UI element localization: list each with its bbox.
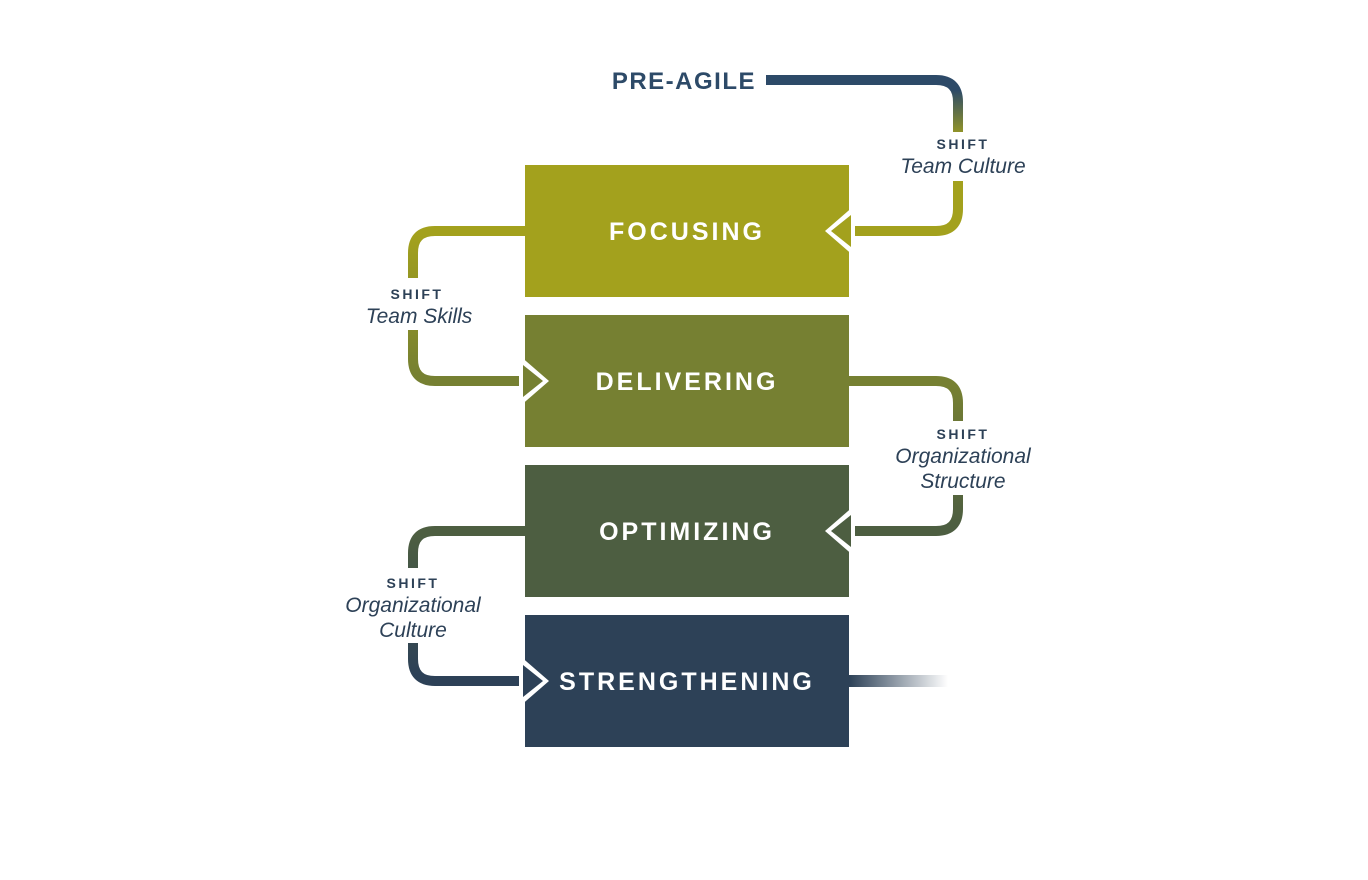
connector-preagile-to-focusing-upper	[766, 75, 963, 132]
shift-label: SHIFT	[387, 575, 440, 591]
stage-label-optimizing: OPTIMIZING	[599, 518, 775, 546]
arrowhead-left-icon	[831, 515, 851, 547]
stage-box-optimizing	[525, 465, 849, 597]
connector-optimizing-to-strengthening-upper	[408, 526, 526, 568]
connector-focusing-to-delivering-lower	[408, 330, 521, 386]
connector-focusing-to-delivering-upper	[408, 226, 526, 278]
shift-descriptor-organizational: Organizational	[895, 445, 1032, 468]
stage-label-focusing: FOCUSING	[609, 218, 765, 246]
stage-box-delivering	[525, 315, 849, 447]
stage-label-delivering: DELIVERING	[596, 368, 779, 396]
connector-preagile-to-focusing-lower	[853, 181, 963, 236]
connector-delivering-to-optimizing-lower	[853, 495, 963, 536]
stage-box-focusing	[525, 165, 849, 297]
stage-box-strengthening	[525, 615, 849, 747]
arrowhead-right-icon	[523, 365, 543, 397]
connector-optimizing-to-strengthening-lower	[408, 643, 521, 686]
shift-label: SHIFT	[391, 286, 444, 302]
shift-descriptor-culture: Culture	[379, 619, 447, 642]
shift-descriptor-team-culture: Team Culture	[900, 155, 1025, 178]
shift-descriptor-structure: Structure	[920, 470, 1005, 493]
shift-label: SHIFT	[937, 136, 990, 152]
pre-agile-label: PRE-AGILE	[612, 68, 756, 95]
shift-label: SHIFT	[937, 426, 990, 442]
connector-delivering-to-optimizing-upper	[848, 376, 963, 421]
shift-descriptor-organizational: Organizational	[345, 594, 482, 617]
arrowhead-left-icon	[831, 215, 851, 247]
shift-descriptor-team-skills: Team Skills	[366, 305, 473, 328]
stage-label-strengthening: STRENGTHENING	[559, 668, 815, 696]
arrowhead-right-icon	[523, 665, 543, 697]
